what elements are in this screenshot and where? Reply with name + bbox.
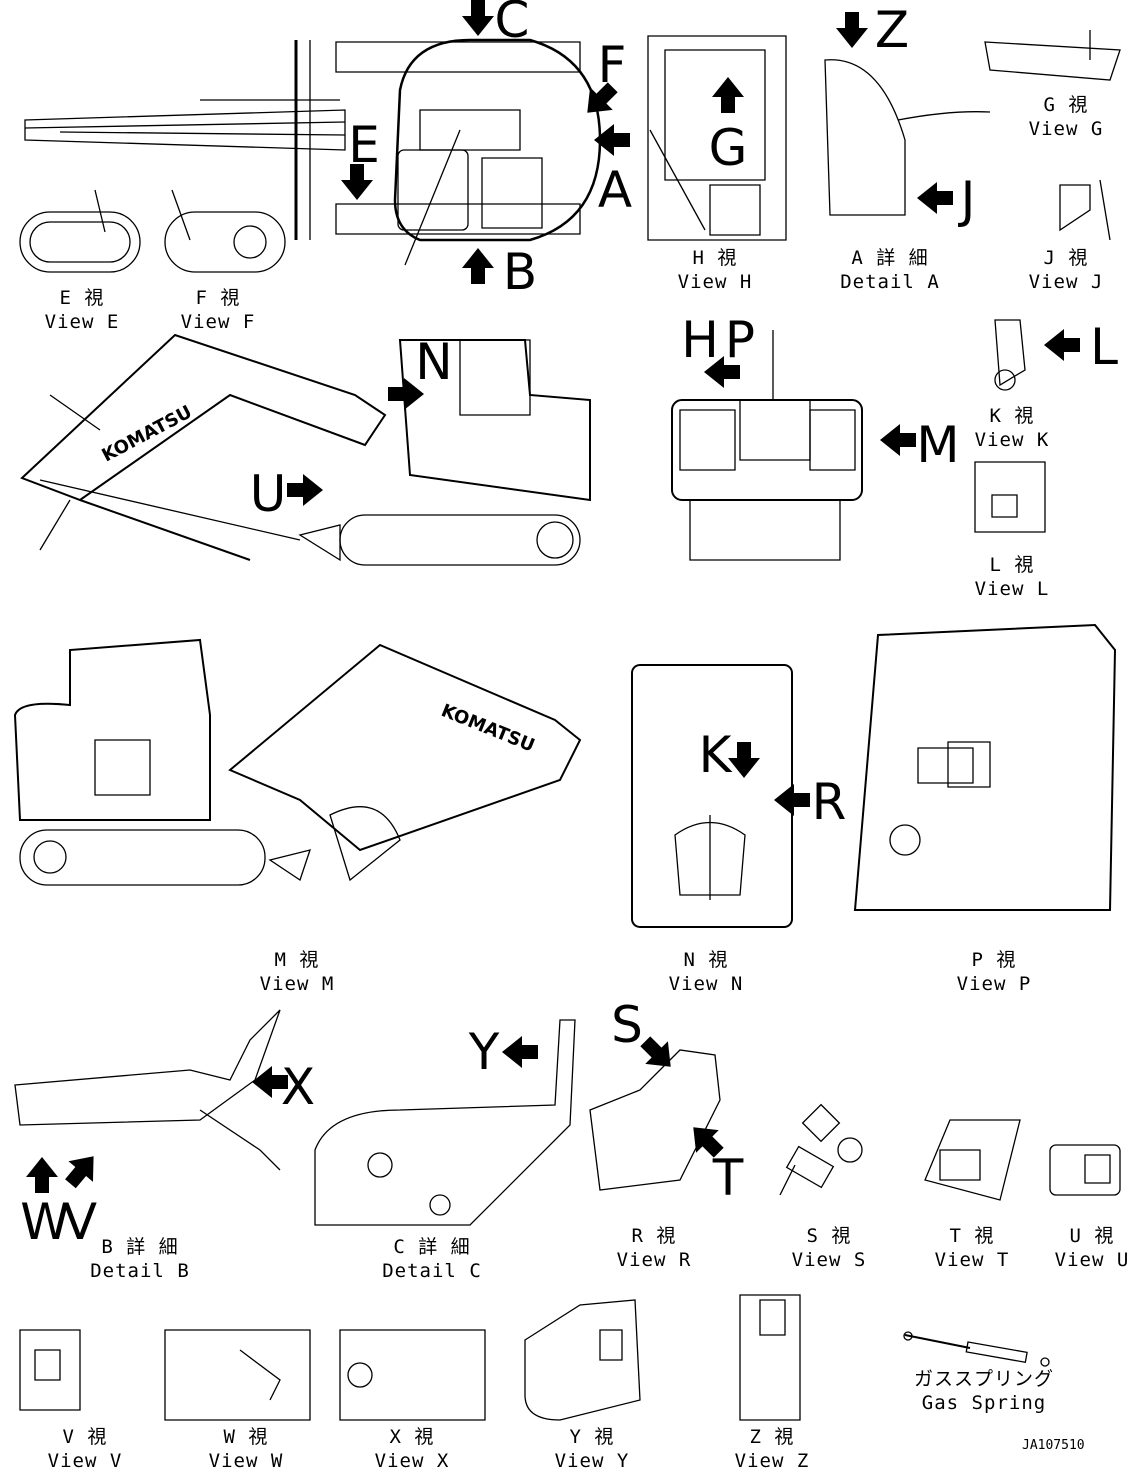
arrow-letter-s: S: [611, 996, 643, 1054]
arrow-letter-p: P: [724, 311, 756, 369]
view-z-drawing: [740, 1295, 800, 1420]
view-t-drawing: [925, 1120, 1020, 1200]
detail-c-drawing: [315, 1020, 575, 1225]
arrow-letter-z: Z: [874, 1, 910, 59]
top-view-drawing: [25, 40, 600, 265]
drawing-code: JA107510: [1022, 1438, 1085, 1453]
view-u-drawing: [1050, 1145, 1120, 1195]
view-v-drawing: [20, 1330, 80, 1410]
arrow-letter-k: K: [698, 726, 732, 784]
view-k-drawing: [995, 320, 1025, 390]
arrow-letter-u: U: [249, 465, 287, 523]
arrow-letter-e: E: [348, 116, 380, 174]
gas-spring-drawing: [904, 1332, 1049, 1366]
arrow-letter-r: R: [811, 773, 847, 831]
arrow-letter-j: J: [960, 171, 976, 229]
arrow-letter-y: Y: [468, 1023, 500, 1081]
detail-b-drawing: [15, 1010, 280, 1170]
view-s-drawing: [780, 1105, 862, 1195]
view-n-drawing: [632, 665, 792, 927]
arrow-letter-f: F: [597, 36, 627, 94]
arrow-letter-t: T: [712, 1149, 744, 1207]
view-x-drawing: [340, 1330, 485, 1420]
detail-a-drawing: [825, 60, 990, 215]
view-m-drawing: [672, 330, 862, 560]
side-view-right-drawing: [22, 335, 590, 565]
view-l-drawing: [975, 462, 1045, 532]
brand-logo-2: KOMATSU: [438, 700, 537, 756]
arrow-letter-l: L: [1090, 318, 1118, 376]
arrow-letter-b: B: [502, 243, 538, 301]
view-g-drawing: [985, 30, 1120, 80]
arrow-letter-c: C: [494, 0, 530, 49]
arrow-letter-n: N: [415, 333, 453, 391]
view-h-drawing: [648, 36, 786, 240]
arrow-letter-x: X: [280, 1058, 316, 1116]
brand-logo: KOMATSU: [98, 402, 195, 467]
side-view-left-drawing: [15, 640, 580, 885]
view-e-drawing: [20, 190, 140, 272]
arrow-letter-w: W: [20, 1193, 70, 1251]
arrow-letter-m: M: [916, 416, 960, 474]
arrow-letter-g: G: [708, 119, 748, 177]
view-r-drawing: [590, 1050, 720, 1190]
view-f-drawing: [165, 190, 285, 272]
arrow-letter-v: V: [62, 1193, 98, 1251]
view-w-drawing: [165, 1330, 310, 1420]
arrow-letter-a: A: [597, 161, 633, 219]
arrow-letter-h: H: [681, 311, 719, 369]
view-p-drawing: [855, 625, 1115, 910]
view-y-drawing: [525, 1300, 640, 1420]
view-j-drawing: [1060, 180, 1110, 240]
